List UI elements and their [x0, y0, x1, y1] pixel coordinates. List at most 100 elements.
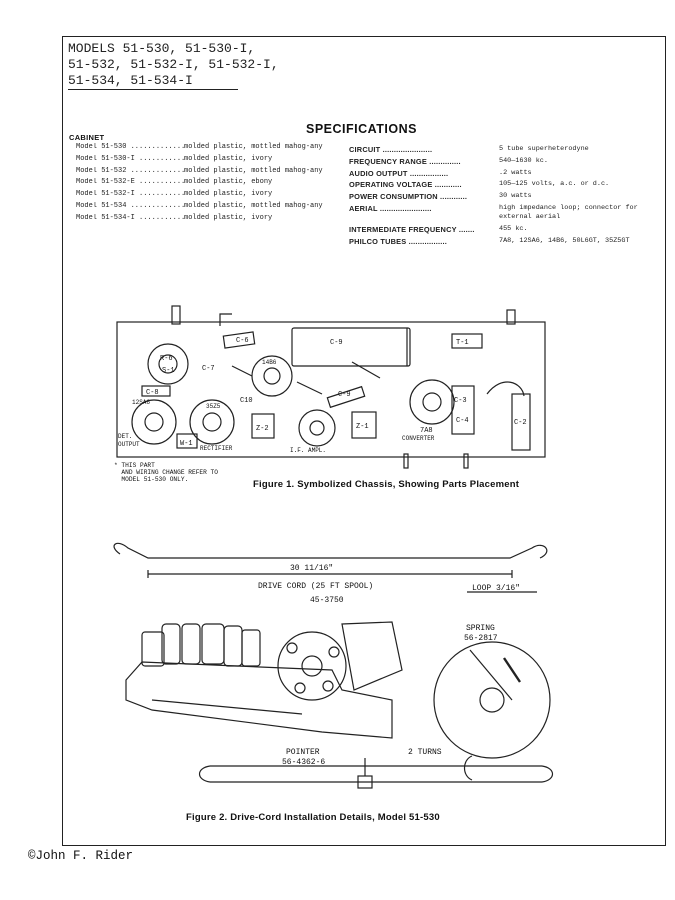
- spec-value: high impedance loop; connector for exter…: [499, 203, 638, 221]
- label-c3: C-3: [454, 397, 467, 405]
- label-35z5: 35Z5: [206, 403, 221, 410]
- label-r6: R-6: [160, 355, 173, 363]
- w1-part: [176, 433, 198, 449]
- t1-coil: [451, 333, 483, 349]
- cabinet-desc: molded plastic, ebony: [184, 178, 273, 187]
- label-12sa6: 12SA6: [132, 399, 150, 406]
- c9-lead: [326, 385, 366, 409]
- pointer-label: POINTER: [286, 748, 320, 757]
- cabinet-desc: molded plastic, ivory: [184, 190, 273, 199]
- tube-socket-12sa6: [131, 399, 177, 445]
- cabinet-row: Model 51-532-I ............molded plasti…: [76, 190, 346, 199]
- label-detector: DET.: [118, 433, 132, 440]
- cabinet-row: Model 51-530 ..............molded plasti…: [76, 143, 346, 152]
- loop-label: LOOP 3/16": [472, 584, 520, 593]
- spring-part-label: 56-2817: [464, 634, 498, 643]
- label-converter: CONVERTER: [402, 435, 435, 442]
- cabinet-row: Model 51-532-E ............molded plasti…: [76, 178, 346, 187]
- spec-row: AERIAL .......................high imped…: [349, 204, 639, 222]
- cabinet-row: Model 51-534-I ............molded plasti…: [76, 214, 346, 223]
- models-underline: [68, 89, 238, 90]
- label-output: OUTPUT: [118, 441, 140, 448]
- pointer-part-label: 56-4362-6: [282, 758, 325, 767]
- note-line-1: * THIS PART: [114, 462, 155, 469]
- label-rectifier: RECTIFIER: [200, 445, 233, 452]
- label-c10: C10: [240, 397, 253, 405]
- cabinet-model: Model 51-532-E ............: [76, 178, 184, 187]
- cabinet-model: Model 51-530 ..............: [76, 143, 184, 151]
- cabinet-model: Model 51-534-I ............: [76, 213, 184, 222]
- cabinet-desc: molded plastic, mottled mahog-any: [184, 201, 323, 210]
- r6-control: [147, 343, 189, 385]
- models-header: MODELS 51-530, 51-530-I, 51-532, 51-532-…: [68, 41, 279, 90]
- page-border: [62, 36, 666, 846]
- drive-cord-label: DRIVE CORD (25 FT SPOOL): [258, 582, 373, 591]
- label-c9b: C-9: [338, 391, 351, 399]
- cabinet-desc: molded plastic, ivory: [184, 154, 273, 163]
- cabinet-row: Model 51-532 ..............molded plasti…: [76, 167, 346, 176]
- models-line-2: 51-532, 51-532-I, 51-532-I,: [68, 57, 279, 72]
- spec-key: INTERMEDIATE FREQUENCY .......: [349, 224, 475, 234]
- label-c7: C-7: [202, 365, 215, 373]
- cabinet-model: Model 51-530-I ............: [76, 154, 184, 163]
- spec-key: FREQUENCY RANGE ..............: [349, 156, 461, 166]
- tube-socket-7a8: [409, 379, 455, 425]
- cabinet-model: Model 51-532 ..............: [76, 166, 184, 175]
- cabinet-row: Model 51-534 ..............molded plasti…: [76, 202, 346, 211]
- cabinet-model: Model 51-532-I ............: [76, 190, 184, 199]
- spec-value: 5 tube superheterodyne: [499, 145, 589, 153]
- tube-socket-35z5: [189, 399, 235, 445]
- cabinet-desc: molded plastic, ivory: [184, 213, 273, 222]
- spec-value: 540—1630 kc.: [499, 156, 548, 165]
- label-c2: C-2: [514, 419, 527, 427]
- spec-row: POWER CONSUMPTION ............ 30 watts: [349, 192, 639, 201]
- chassis-sketch: [125, 661, 393, 739]
- cabinet-row: Model 51-530-I ............molded plasti…: [76, 155, 346, 164]
- spec-value: 105—125 volts, a.c. or d.c.: [499, 180, 610, 189]
- models-line-1: MODELS 51-530, 51-530-I,: [68, 41, 256, 56]
- spec-key: PHILCO TUBES .................: [349, 236, 447, 246]
- spec-value: 455 kc.: [499, 224, 528, 233]
- c6-capacitor: [222, 331, 256, 349]
- drive-cord-diagram: 30 11/16" DRIVE CORD (25 FT SPOOL) 45-37…: [113, 542, 554, 789]
- spec-value: 7A8, 12SA6, 14B6, 50L6GT, 35Z5GT: [499, 236, 630, 245]
- specs-table: CIRCUIT ...................... 5 tube sup…: [349, 145, 639, 248]
- cabinet-desc: molded plastic, mottled mahog-any: [184, 166, 323, 175]
- c2-capacitor: [511, 393, 531, 451]
- figure2-caption: Figure 2. Drive-Cord Installation Detail…: [186, 812, 440, 823]
- label-s1: S-1: [162, 367, 175, 375]
- spec-row: PHILCO TUBES ................. 7A8, 12SA6…: [349, 237, 639, 246]
- figure1-note: * THIS PART AND WIRING CHANGE REFER TO M…: [114, 462, 218, 483]
- c9-capacitor-block: [291, 327, 411, 367]
- spec-key: CIRCUIT ......................: [349, 145, 433, 154]
- label-z1: Z-1: [356, 423, 369, 431]
- spring: [503, 657, 521, 683]
- spec-row: FREQUENCY RANGE .............. 540—1630 k…: [349, 157, 639, 166]
- spec-key: POWER CONSUMPTION ............: [349, 192, 468, 202]
- part-number-label: 45-3750: [310, 596, 344, 605]
- label-t1: T-1: [456, 339, 469, 347]
- specifications-title: SPECIFICATIONS: [306, 122, 417, 136]
- label-7a8: 7A8: [420, 427, 433, 435]
- label-c4: C-4: [456, 417, 469, 425]
- dial-pulley: [433, 641, 551, 759]
- spring-label: SPRING: [466, 624, 495, 633]
- label-14b6: 14B6: [262, 359, 277, 366]
- spec-row: OPERATING VOLTAGE ............105—125 vo…: [349, 180, 639, 189]
- cabinet-desc: molded plastic, mottled mahog-any: [184, 143, 323, 151]
- label-c6: C-6: [236, 337, 249, 345]
- spec-value: 30 watts: [499, 192, 532, 201]
- dimension-label: 30 11/16": [290, 564, 333, 573]
- copyright-credit: ©John F. Rider: [28, 849, 134, 863]
- label-w1: W-1: [180, 440, 193, 448]
- tuning-gang: [341, 621, 403, 691]
- c3-c4-block: [451, 385, 475, 435]
- drive-cord: [113, 542, 548, 559]
- z1-part: [351, 411, 377, 439]
- label-c9a: C-9: [330, 339, 343, 347]
- z2-part: [251, 413, 275, 439]
- label-c8: C-8: [146, 389, 159, 397]
- spec-row: INTERMEDIATE FREQUENCY ....... 455 kc.: [349, 225, 639, 234]
- tube-socket-if: [298, 409, 336, 447]
- c8-capacitor: [141, 385, 171, 397]
